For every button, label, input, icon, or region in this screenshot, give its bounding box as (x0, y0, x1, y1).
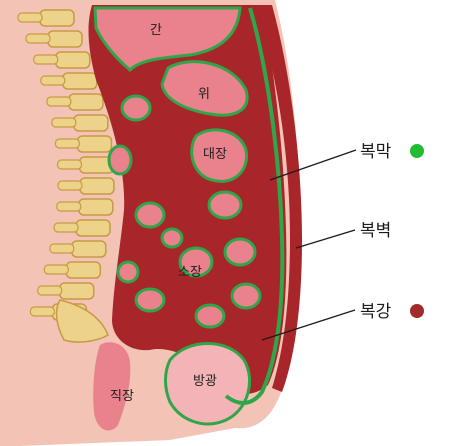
vertebra (46, 93, 104, 111)
abdominal-cavity-marker (410, 304, 424, 318)
label-stomach: 위 (198, 87, 210, 102)
stomach (160, 60, 249, 117)
liver (93, 6, 242, 73)
intestine-loop (160, 227, 184, 249)
spine (17, 9, 115, 343)
sacrum (55, 299, 109, 343)
abdominal-wall-muscle (255, 5, 302, 392)
intestine-loop (134, 287, 166, 313)
peritoneum-marker (410, 144, 424, 158)
label-abdominal-wall: 복벽 (360, 221, 391, 241)
intestine-loop (178, 246, 214, 278)
intestine-loop (230, 282, 262, 310)
leader-abdominal-wall (295, 229, 356, 249)
vertebra (57, 177, 115, 195)
intestine-loop (194, 303, 226, 329)
vertebra (53, 219, 111, 237)
vertebra (33, 51, 91, 69)
label-bladder: 방광 (193, 374, 217, 389)
label-liver: 간 (150, 23, 162, 38)
vertebra (56, 198, 114, 216)
intestine-loop (107, 144, 133, 176)
vertebra (43, 261, 102, 279)
intestine-loop (207, 190, 243, 220)
intestine-loop (223, 237, 257, 267)
label-large-intestine: 대장 (203, 147, 227, 162)
rectum (93, 342, 131, 431)
vertebra (49, 240, 107, 258)
intestine-loop (134, 201, 166, 229)
leader-abdominal-cavity (261, 309, 356, 341)
intestine-loops (107, 94, 262, 329)
vertebra (54, 135, 113, 153)
label-abdominal-cavity: 복강 (360, 302, 392, 322)
label-small-intestine: 소장 (178, 265, 202, 280)
vertebra (25, 30, 83, 48)
label-peritoneum: 복막 (360, 142, 392, 162)
vertebra (17, 9, 75, 27)
bladder (164, 342, 252, 426)
vertebra (37, 282, 95, 300)
label-rectum: 직장 (110, 389, 134, 404)
large-intestine (190, 128, 249, 183)
leader-peritoneum (269, 149, 357, 181)
intestine-loop (120, 94, 152, 122)
peritoneum-line (224, 7, 285, 405)
intestine-loop (116, 260, 140, 284)
vertebra (51, 114, 109, 132)
